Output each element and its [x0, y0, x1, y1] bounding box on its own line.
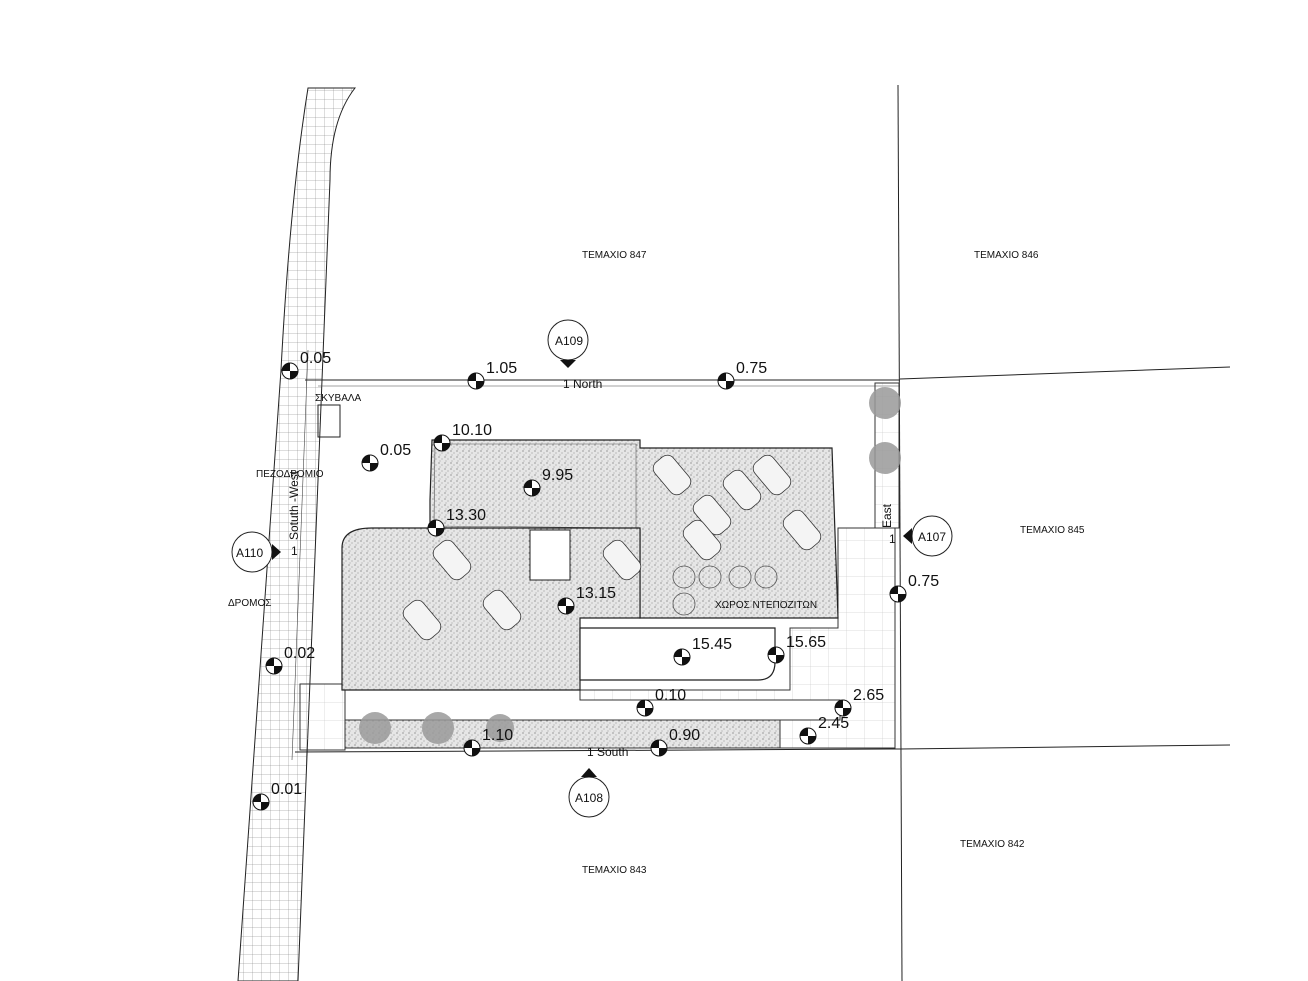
- section-marker-a110: A110: [231, 531, 281, 573]
- level-marker: 1.10: [463, 727, 513, 757]
- level-marker: 9.95: [523, 467, 573, 497]
- south-planting: [344, 719, 781, 749]
- bins-enclosure: [317, 404, 341, 438]
- bins-label: ΣΚΥΒΑΛΑ: [315, 393, 362, 404]
- level-value: 9.95: [542, 467, 573, 484]
- level-value: 15.65: [786, 634, 826, 651]
- level-marker: 0.75: [889, 573, 939, 603]
- parcel-boundary-se: [899, 744, 1231, 750]
- parcel-845-label: ΤΕΜΑΧΙΟ 845: [1020, 525, 1085, 536]
- section-west-label: Sotuth -West: [287, 470, 301, 540]
- section-north-label: 1 North: [563, 377, 602, 391]
- level-marker: 15.45: [673, 636, 732, 666]
- trees: [359, 387, 901, 744]
- level-marker: 0.05: [281, 350, 331, 380]
- level-marker: 0.02: [265, 645, 315, 675]
- level-value: 0.02: [284, 645, 315, 662]
- level-value: 1.10: [482, 727, 513, 744]
- level-value: 0.75: [908, 573, 939, 590]
- section-east-label: East: [880, 503, 894, 528]
- level-marker: 0.90: [650, 727, 700, 757]
- section-marker-a108-text: A108: [575, 791, 603, 805]
- level-value: 0.01: [271, 781, 302, 798]
- level-value: 0.10: [655, 687, 686, 704]
- parcel-boundary-east: [897, 84, 903, 981]
- sidewalk-strip: [237, 87, 357, 981]
- parcel-846-label: ΤΕΜΑΧΙΟ 846: [974, 250, 1039, 261]
- level-marker: 0.05: [361, 442, 411, 472]
- section-south-label: 1 South: [587, 745, 628, 759]
- level-value: 15.45: [692, 636, 732, 653]
- section-east-num: 1: [889, 532, 896, 546]
- level-marker: 13.15: [557, 585, 616, 615]
- level-value: 13.15: [576, 585, 616, 602]
- parcel-boundary-ne: [899, 366, 1231, 380]
- tank-circles: [672, 565, 778, 616]
- level-marker: 1.05: [467, 360, 517, 390]
- level-value: 0.05: [300, 350, 331, 367]
- solar-panels: [402, 454, 822, 641]
- level-value: 10.10: [452, 422, 492, 439]
- section-marker-a107-text: A107: [918, 530, 946, 544]
- level-marker: 15.65: [767, 634, 826, 664]
- curb-line: [291, 349, 309, 761]
- storage-label: ΧΩΡΟΣ ΝΤΕΠΟΖΙΤΩΝ: [715, 600, 817, 611]
- paved-terrace: [579, 527, 896, 749]
- section-marker-a110-text: A110: [236, 546, 263, 560]
- west-paving: [299, 683, 346, 751]
- plot-south-line: [294, 748, 901, 753]
- level-marker: 10.10: [433, 422, 492, 452]
- level-marker: 2.45: [799, 715, 849, 745]
- level-marker: 13.30: [427, 507, 486, 537]
- level-marker: 0.10: [636, 687, 686, 717]
- section-west-num: 1: [291, 544, 298, 558]
- section-marker-a108: A108: [568, 768, 610, 818]
- level-value: 2.65: [853, 687, 884, 704]
- level-value: 2.45: [818, 715, 849, 732]
- section-marker-a109-text: A109: [555, 334, 583, 348]
- section-marker-a107: A107: [903, 515, 953, 557]
- sidewalk-label: ΠΕΖΟΔΡΟΜΙΟ: [256, 469, 324, 480]
- level-value: 0.75: [736, 360, 767, 377]
- parcel-843-label: ΤΕΜΑΧΙΟ 843: [582, 865, 647, 876]
- parcel-847-label: ΤΕΜΑΧΙΟ 847: [582, 250, 647, 261]
- section-marker-a109: A109: [547, 319, 589, 368]
- level-marker: 2.65: [834, 687, 884, 717]
- level-marker: 0.75: [717, 360, 767, 390]
- level-value: 0.05: [380, 442, 411, 459]
- level-marker: 0.01: [252, 781, 302, 811]
- parcel-842-label: ΤΕΜΑΧΙΟ 842: [960, 839, 1025, 850]
- level-value: 0.90: [669, 727, 700, 744]
- courtyard-opening: [529, 529, 571, 581]
- level-value: 1.05: [486, 360, 517, 377]
- level-value: 13.30: [446, 507, 486, 524]
- road-label: ΔΡΟΜΟΣ: [228, 598, 271, 609]
